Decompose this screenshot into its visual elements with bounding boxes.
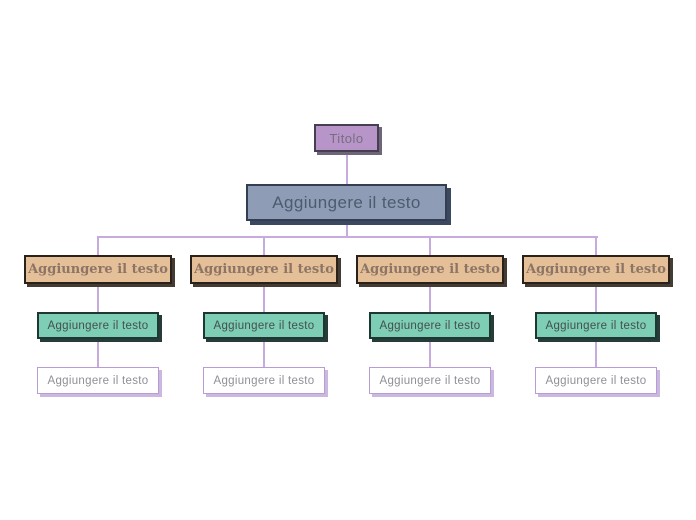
branch-2-level-4-node[interactable]: Aggiungere il testo (203, 312, 325, 339)
connector-l3-l4-branch-1 (97, 284, 99, 312)
connector-l3-l4-branch-4 (595, 284, 597, 312)
branch-1-level-3-node[interactable]: Aggiungere il testo (24, 255, 172, 284)
branch-2-level-5-node[interactable]: Aggiungere il testo (203, 367, 325, 394)
connector-l4-l5-branch-2 (263, 339, 265, 367)
subtitle-node[interactable]: Aggiungere il testo (246, 184, 447, 221)
connector-l3-l4-branch-2 (263, 284, 265, 312)
connector-l4-l5-branch-3 (429, 339, 431, 367)
connector-root-to-l2 (346, 152, 348, 184)
branch-3-level-4-node[interactable]: Aggiungere il testo (369, 312, 491, 339)
branch-3-level-3-node[interactable]: Aggiungere il testo (356, 255, 504, 284)
connector-rail-to-branch-2 (263, 237, 265, 255)
connector-l2-to-rail (346, 221, 348, 237)
connector-rail-to-branch-1 (97, 237, 99, 255)
branch-4-level-4-node[interactable]: Aggiungere il testo (535, 312, 657, 339)
branch-4-level-5-node[interactable]: Aggiungere il testo (535, 367, 657, 394)
branch-1-level-5-node[interactable]: Aggiungere il testo (37, 367, 159, 394)
branch-1-level-4-node[interactable]: Aggiungere il testo (37, 312, 159, 339)
connector-l3-l4-branch-3 (429, 284, 431, 312)
branch-2-level-3-node[interactable]: Aggiungere il testo (190, 255, 338, 284)
connector-rail-to-branch-3 (429, 237, 431, 255)
connector-l4-l5-branch-1 (97, 339, 99, 367)
branch-4-level-3-node[interactable]: Aggiungere il testo (522, 255, 670, 284)
title-node[interactable]: Titolo (314, 124, 379, 152)
connector-l4-l5-branch-4 (595, 339, 597, 367)
connector-rail (97, 236, 598, 238)
branch-3-level-5-node[interactable]: Aggiungere il testo (369, 367, 491, 394)
connector-rail-to-branch-4 (595, 237, 597, 255)
